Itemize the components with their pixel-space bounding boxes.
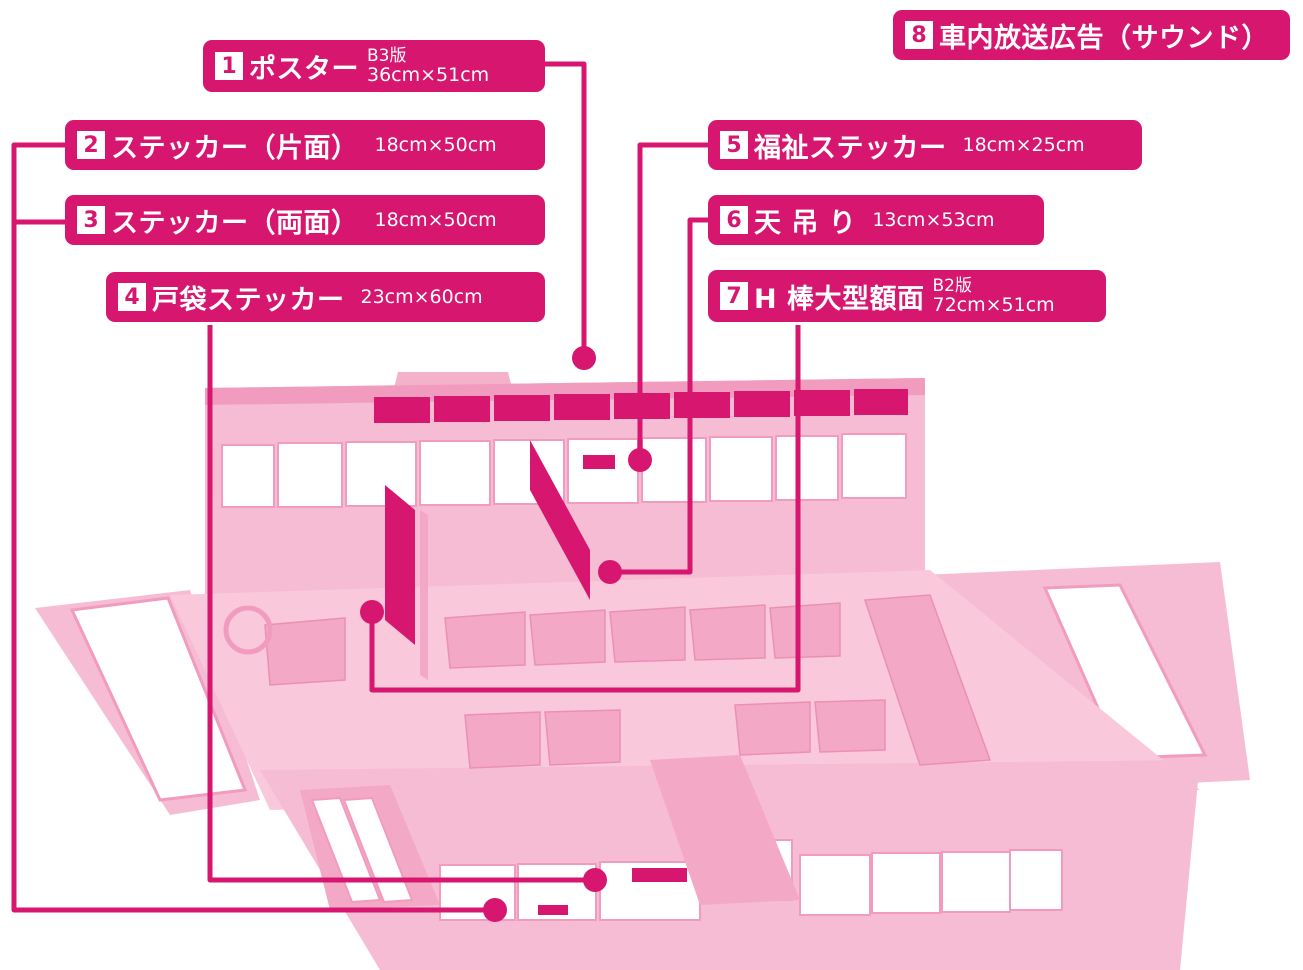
poster-band: [374, 389, 908, 423]
label-size: 18cm×50cm: [374, 134, 497, 156]
poster: [494, 395, 550, 421]
leader-dot-4: [583, 868, 607, 892]
leader-dot-1: [572, 346, 596, 370]
label-size: 36cm×51cm: [367, 64, 490, 86]
label-size: 72cm×51cm: [932, 294, 1055, 316]
label-number: 5: [720, 131, 748, 159]
poster: [434, 396, 490, 422]
label-text: 福祉ステッカー: [754, 132, 947, 164]
label-edition: B3版: [367, 46, 407, 66]
leader-dots: [360, 346, 652, 922]
label-door-pocket-sticker: 4 戸袋ステッカー 23cm×60cm: [106, 272, 545, 322]
label-number: 2: [77, 131, 105, 159]
label-sticker-double-sided: 3 ステッカー（両面） 18cm×50cm: [65, 195, 545, 245]
label-size-block: B2版 72cm×51cm: [933, 277, 1055, 315]
label-size-block: B3版 36cm×51cm: [367, 47, 489, 85]
label-text: 天 吊 り: [754, 207, 857, 239]
poster: [854, 389, 908, 415]
label-text: ステッカー（両面）: [111, 207, 359, 239]
leader-line-5: [637, 142, 710, 460]
label-text: ステッカー（片面）: [111, 132, 359, 164]
label-number: 7: [720, 282, 748, 310]
label-text: ポスター: [249, 53, 359, 85]
label-size: 23cm×60cm: [360, 286, 483, 308]
label-text: H 棒大型額面: [754, 283, 925, 315]
leader-line-4: [207, 325, 595, 883]
label-text: 車内放送広告（サウンド）: [939, 22, 1269, 54]
poster: [374, 397, 430, 423]
leader-line-7: [369, 325, 801, 693]
poster: [794, 390, 850, 416]
leader-line-2: [11, 142, 495, 913]
leader-dot-2: [483, 898, 507, 922]
label-size: 18cm×25cm: [962, 134, 1085, 156]
label-sticker-single-sided: 2 ステッカー（片面） 18cm×50cm: [65, 120, 545, 170]
leader-dot-5: [628, 448, 652, 472]
poster: [674, 392, 730, 418]
label-ceiling-hanging: 6 天 吊 り 13cm×53cm: [708, 195, 1044, 245]
label-size: 18cm×50cm: [374, 209, 497, 231]
leader-line-6: [610, 217, 710, 575]
poster: [734, 391, 790, 417]
leader-dot-7: [360, 600, 384, 624]
label-in-car-broadcast: 8 車内放送広告（サウンド）: [893, 10, 1290, 60]
label-number: 4: [118, 283, 146, 311]
leader-lines: [11, 61, 801, 913]
leader-dot-6: [598, 560, 622, 584]
label-number: 3: [77, 206, 105, 234]
label-poster: 1 ポスター B3版 36cm×51cm: [203, 40, 545, 92]
label-number: 1: [215, 52, 243, 80]
leader-line-1: [545, 61, 587, 358]
label-welfare-sticker: 5 福祉ステッカー 18cm×25cm: [708, 120, 1142, 170]
label-size: 13cm×53cm: [872, 209, 995, 231]
label-number: 8: [905, 21, 933, 49]
label-number: 6: [720, 206, 748, 234]
label-edition: B2版: [932, 276, 972, 296]
poster: [554, 394, 610, 420]
label-text: 戸袋ステッカー: [152, 284, 345, 316]
label-h-bar-large-frame: 7 H 棒大型額面 B2版 72cm×51cm: [708, 270, 1106, 322]
